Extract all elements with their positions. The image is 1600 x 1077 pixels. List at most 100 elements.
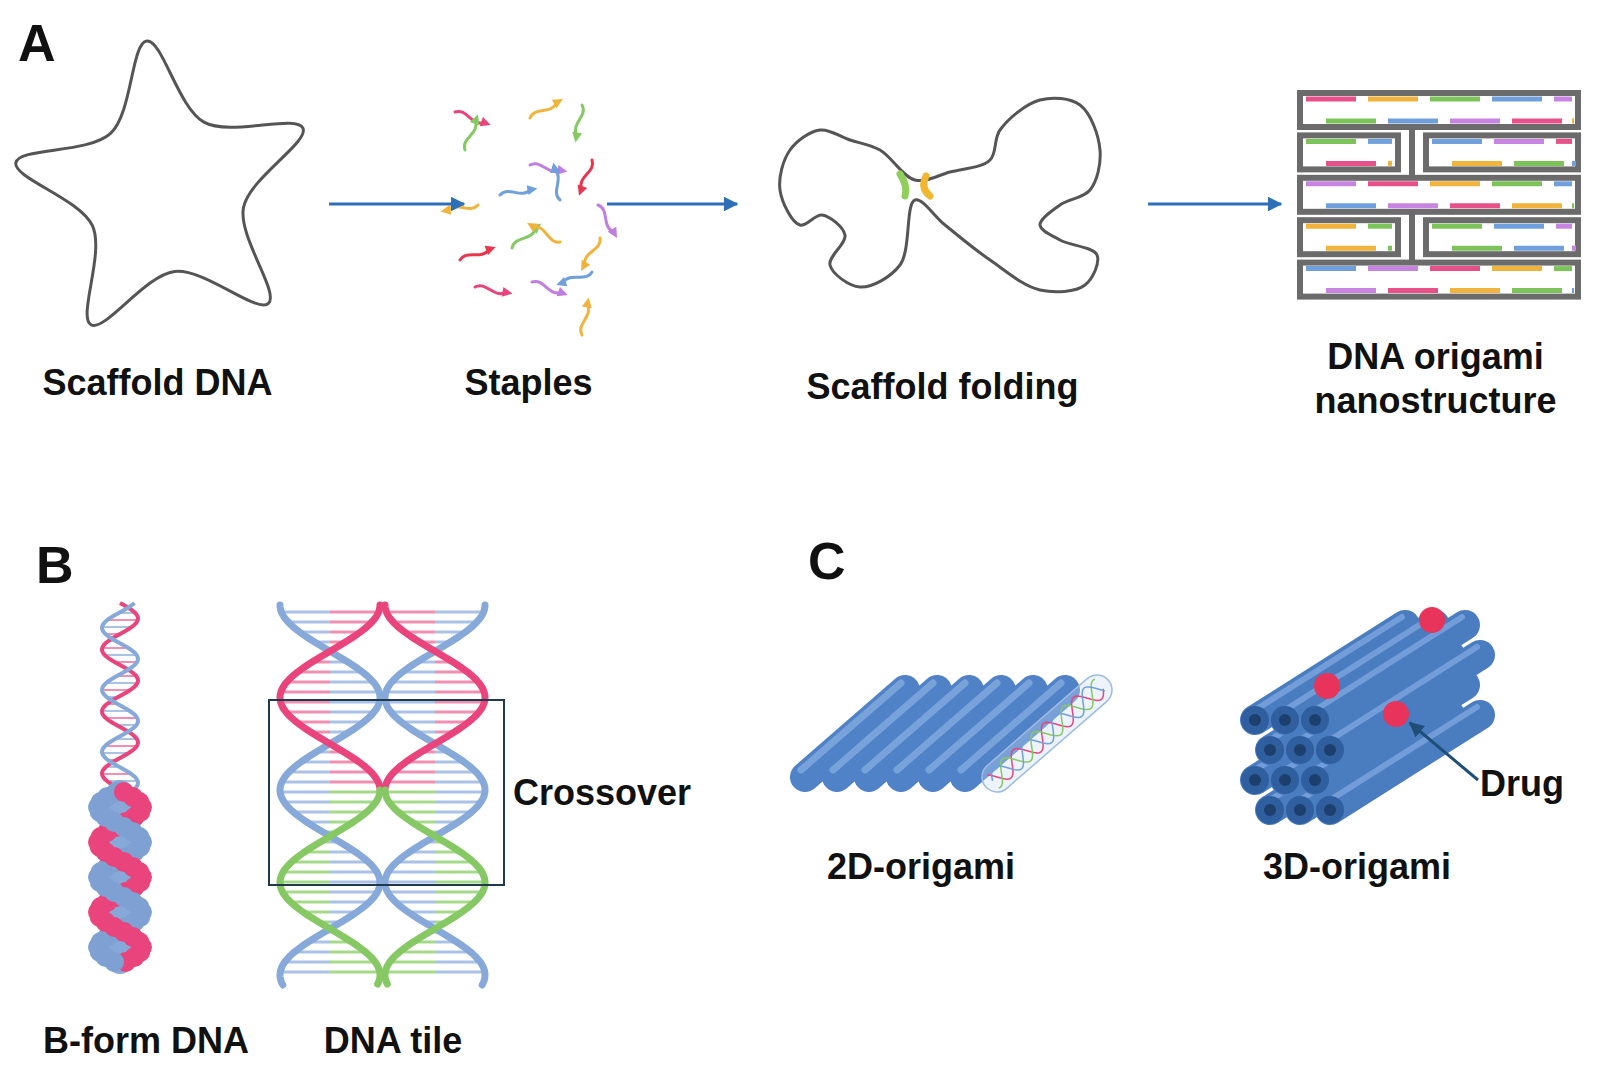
staple-segment: [1572, 246, 1576, 251]
panel-letter: A: [18, 13, 56, 74]
staple-segment: [1452, 246, 1502, 251]
atom-sphere: [104, 952, 124, 972]
staple-strand: [577, 297, 593, 336]
panel-letter: B: [36, 535, 74, 596]
staple-segment: [1492, 97, 1542, 102]
base-pair: [281, 691, 330, 694]
staple-strand: [548, 162, 564, 201]
atom-sphere: [114, 852, 134, 872]
staple-strand: [570, 104, 586, 143]
helix-line: [986, 679, 1108, 789]
staple-segment: [1432, 224, 1482, 229]
staple-segment: [1512, 119, 1562, 124]
staple-head: [502, 287, 514, 299]
base-pair: [330, 781, 378, 784]
staple-segment: [1326, 203, 1376, 208]
staple-segment: [1368, 266, 1418, 271]
staple-head: [548, 162, 560, 174]
staple-strand: [594, 203, 622, 241]
staple-strand: [555, 267, 594, 289]
tube-hole: [1264, 744, 1276, 756]
tile-strand: [280, 790, 380, 984]
staple-head: [552, 95, 566, 109]
tube-hole: [1279, 714, 1291, 726]
base-pair: [280, 791, 330, 794]
crossover-box: Crossover: [268, 699, 505, 886]
tube-hole: [1279, 774, 1291, 786]
staple-body: [580, 304, 590, 335]
process-arrow: [607, 203, 737, 206]
base-pair: [392, 681, 435, 684]
staple-segment: [1430, 266, 1480, 271]
base-pair: [330, 611, 379, 614]
staple-head: [582, 297, 594, 309]
staple-head: [440, 205, 452, 217]
process-arrow: [1148, 203, 1281, 206]
tube-end: [1241, 766, 1269, 794]
base-pair: [286, 711, 330, 714]
staple-head: [525, 219, 539, 233]
base-pair: [435, 881, 485, 884]
node-caption: DNA origami nanostructure: [1281, 335, 1590, 423]
process-stage: Staples: [464, 90, 607, 405]
base-pair: [385, 881, 435, 884]
transparent-tube: [976, 669, 1118, 798]
origami-row: [1426, 135, 1578, 169]
process-arrow: [329, 203, 464, 206]
process-stage: DNA origami nanostructure: [1281, 85, 1590, 423]
base-pair: [435, 961, 480, 964]
staple-segment: [1572, 203, 1574, 208]
staple-body: [447, 203, 478, 213]
staple-segment: [1554, 181, 1572, 186]
tube-hole: [1309, 714, 1321, 726]
base-pair: [387, 781, 435, 784]
base-pair: [330, 681, 373, 684]
staple-segment: [1572, 288, 1574, 293]
staple-segment: [1554, 97, 1572, 102]
staple-segment: [1388, 203, 1438, 208]
origami-row: [1300, 135, 1398, 169]
process-stage: Scaffold folding: [737, 90, 1148, 409]
base-pair: [330, 691, 379, 694]
atom-sphere: [114, 782, 134, 802]
staple-segment: [1326, 246, 1376, 251]
base-pair: [385, 791, 435, 794]
origami-row: [1300, 263, 1578, 297]
tube-end: [1256, 796, 1284, 824]
staple-head: [557, 287, 570, 300]
staple-strand: [458, 242, 497, 264]
staple-segment: [1388, 246, 1392, 251]
tube-end: [1316, 736, 1344, 764]
base-pair: [390, 961, 435, 964]
tube-end: [1241, 706, 1269, 734]
tube-hole: [1249, 714, 1261, 726]
atom-sphere: [114, 887, 134, 907]
base-pair: [435, 801, 481, 804]
staple-body: [454, 110, 485, 125]
base-pair: [288, 621, 330, 624]
staple-segment: [1368, 224, 1392, 229]
staple-segment: [1556, 139, 1572, 144]
staple-head: [608, 227, 622, 241]
base-pair: [389, 801, 435, 804]
staple-segment: [1452, 161, 1502, 166]
base-pair: [435, 791, 485, 794]
staple-body: [459, 247, 490, 262]
staple-head: [574, 185, 587, 198]
tube-end: [1286, 736, 1314, 764]
base-pair: [106, 717, 138, 719]
base-pair: [435, 611, 484, 614]
tile-strand: [385, 790, 485, 984]
staple-head: [485, 242, 498, 255]
panel-letter: C: [808, 531, 846, 592]
base-pair: [330, 961, 375, 964]
staple-segment: [1306, 97, 1356, 102]
staple-bound: [900, 174, 906, 196]
tile-strand: [280, 605, 380, 789]
tube-hole: [1294, 744, 1306, 756]
staple-segment: [1368, 181, 1418, 186]
figure-label: DNA tile: [324, 1020, 463, 1062]
staple-body: [500, 187, 531, 197]
